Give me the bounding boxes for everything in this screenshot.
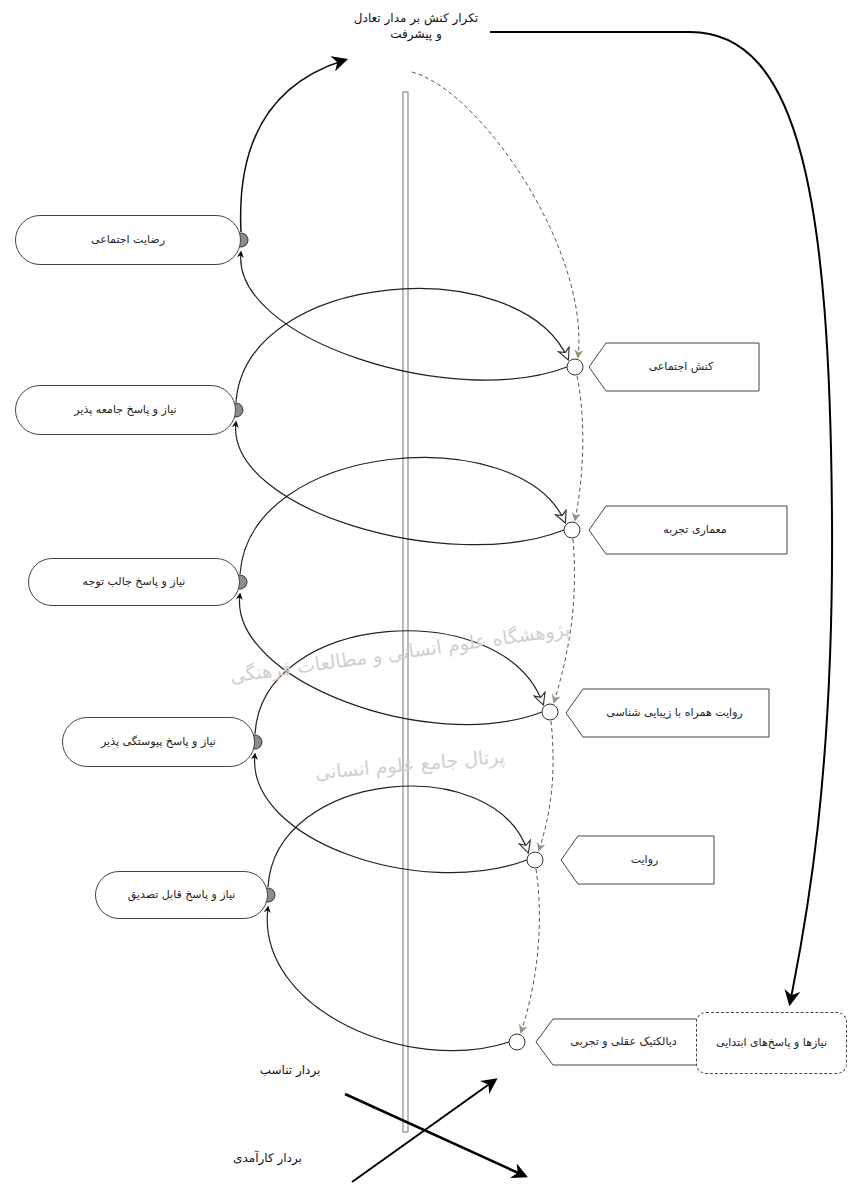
stage-tab: دیالکتیک عقلی و تجربی	[535, 1018, 698, 1066]
stage-circle	[527, 852, 543, 868]
need-pill: نیاز و پاسخ پیوستگی پذیر	[62, 717, 255, 767]
node-text: رضایت اجتماعی	[91, 233, 165, 247]
node-text: روایت همراه با زیبایی شناسی	[606, 706, 743, 720]
node-text: دیالکتیک عقلی و تجربی	[570, 1035, 676, 1049]
tab-outline-path	[561, 836, 714, 884]
tab-outline-path	[566, 689, 769, 737]
spiral-arc	[236, 422, 564, 545]
spiral-exit-arrow	[241, 60, 345, 232]
stage-tab: کنش اجتماعی	[588, 342, 760, 392]
spiral-arc	[267, 907, 509, 1051]
stage-circle	[542, 704, 558, 720]
dashed-flow	[412, 72, 579, 357]
stage-circle	[509, 1034, 525, 1050]
spiral-arc	[268, 786, 528, 887]
need-pill: نیاز و پاسخ جالب توجه	[28, 558, 240, 606]
node-text: نیاز و پاسخ پیوستگی پذیر	[101, 735, 216, 749]
node-text: معماری تجربه	[663, 523, 727, 537]
watermark: پرتال جامع علوم انسانی	[240, 737, 581, 792]
watermark: پژوهشگاه علوم انسانی و مطالعات فرهنگی	[170, 608, 629, 697]
node-text: نیاز و پاسخ جامعه پذیر	[74, 403, 176, 417]
stage-tab: معماری تجربه	[588, 505, 788, 555]
node-text: نیازها و پاسخ‌های ابتدایی	[716, 1036, 827, 1050]
dashed-flow	[539, 721, 553, 850]
source-box: نیازها و پاسخ‌های ابتدایی	[696, 1012, 847, 1074]
dashed-flow	[575, 376, 583, 520]
tab-outline-path	[589, 506, 787, 554]
vector-arrow	[352, 1080, 495, 1182]
feedback-arrow	[490, 32, 832, 1003]
need-pill: نیاز و پاسخ قابل تصدیق	[95, 871, 268, 919]
need-pill: رضایت اجتماعی	[15, 215, 241, 265]
node-text: کنش اجتماعی	[649, 360, 714, 374]
stage-tab: روایت	[560, 835, 715, 885]
tab-outline-path	[589, 343, 759, 391]
node-text: نیاز و پاسخ قابل تصدیق	[128, 888, 236, 902]
vector-arrow	[345, 1094, 525, 1176]
need-pill: نیاز و پاسخ جامعه پذیر	[15, 385, 236, 435]
cycle-note: تکرار کنش بر مدار تعادل و پیشرفت	[350, 10, 482, 42]
dashed-flow	[521, 869, 539, 1032]
node-text: روایت	[631, 853, 659, 867]
vector-label: بردار تناسب	[240, 1062, 340, 1078]
stage-tab: روایت همراه با زیبایی شناسی	[565, 688, 770, 738]
spiral-arc	[240, 457, 565, 574]
central-axis	[403, 92, 408, 1132]
spiral-arc	[236, 289, 568, 402]
node-text: نیاز و پاسخ جالب توجه	[83, 575, 186, 589]
vector-label: بردار کارآمدی	[205, 1150, 330, 1166]
spiral-arc	[241, 252, 567, 380]
tab-outline-path	[536, 1019, 697, 1065]
stage-circle	[567, 359, 583, 375]
stage-circle	[564, 522, 580, 538]
